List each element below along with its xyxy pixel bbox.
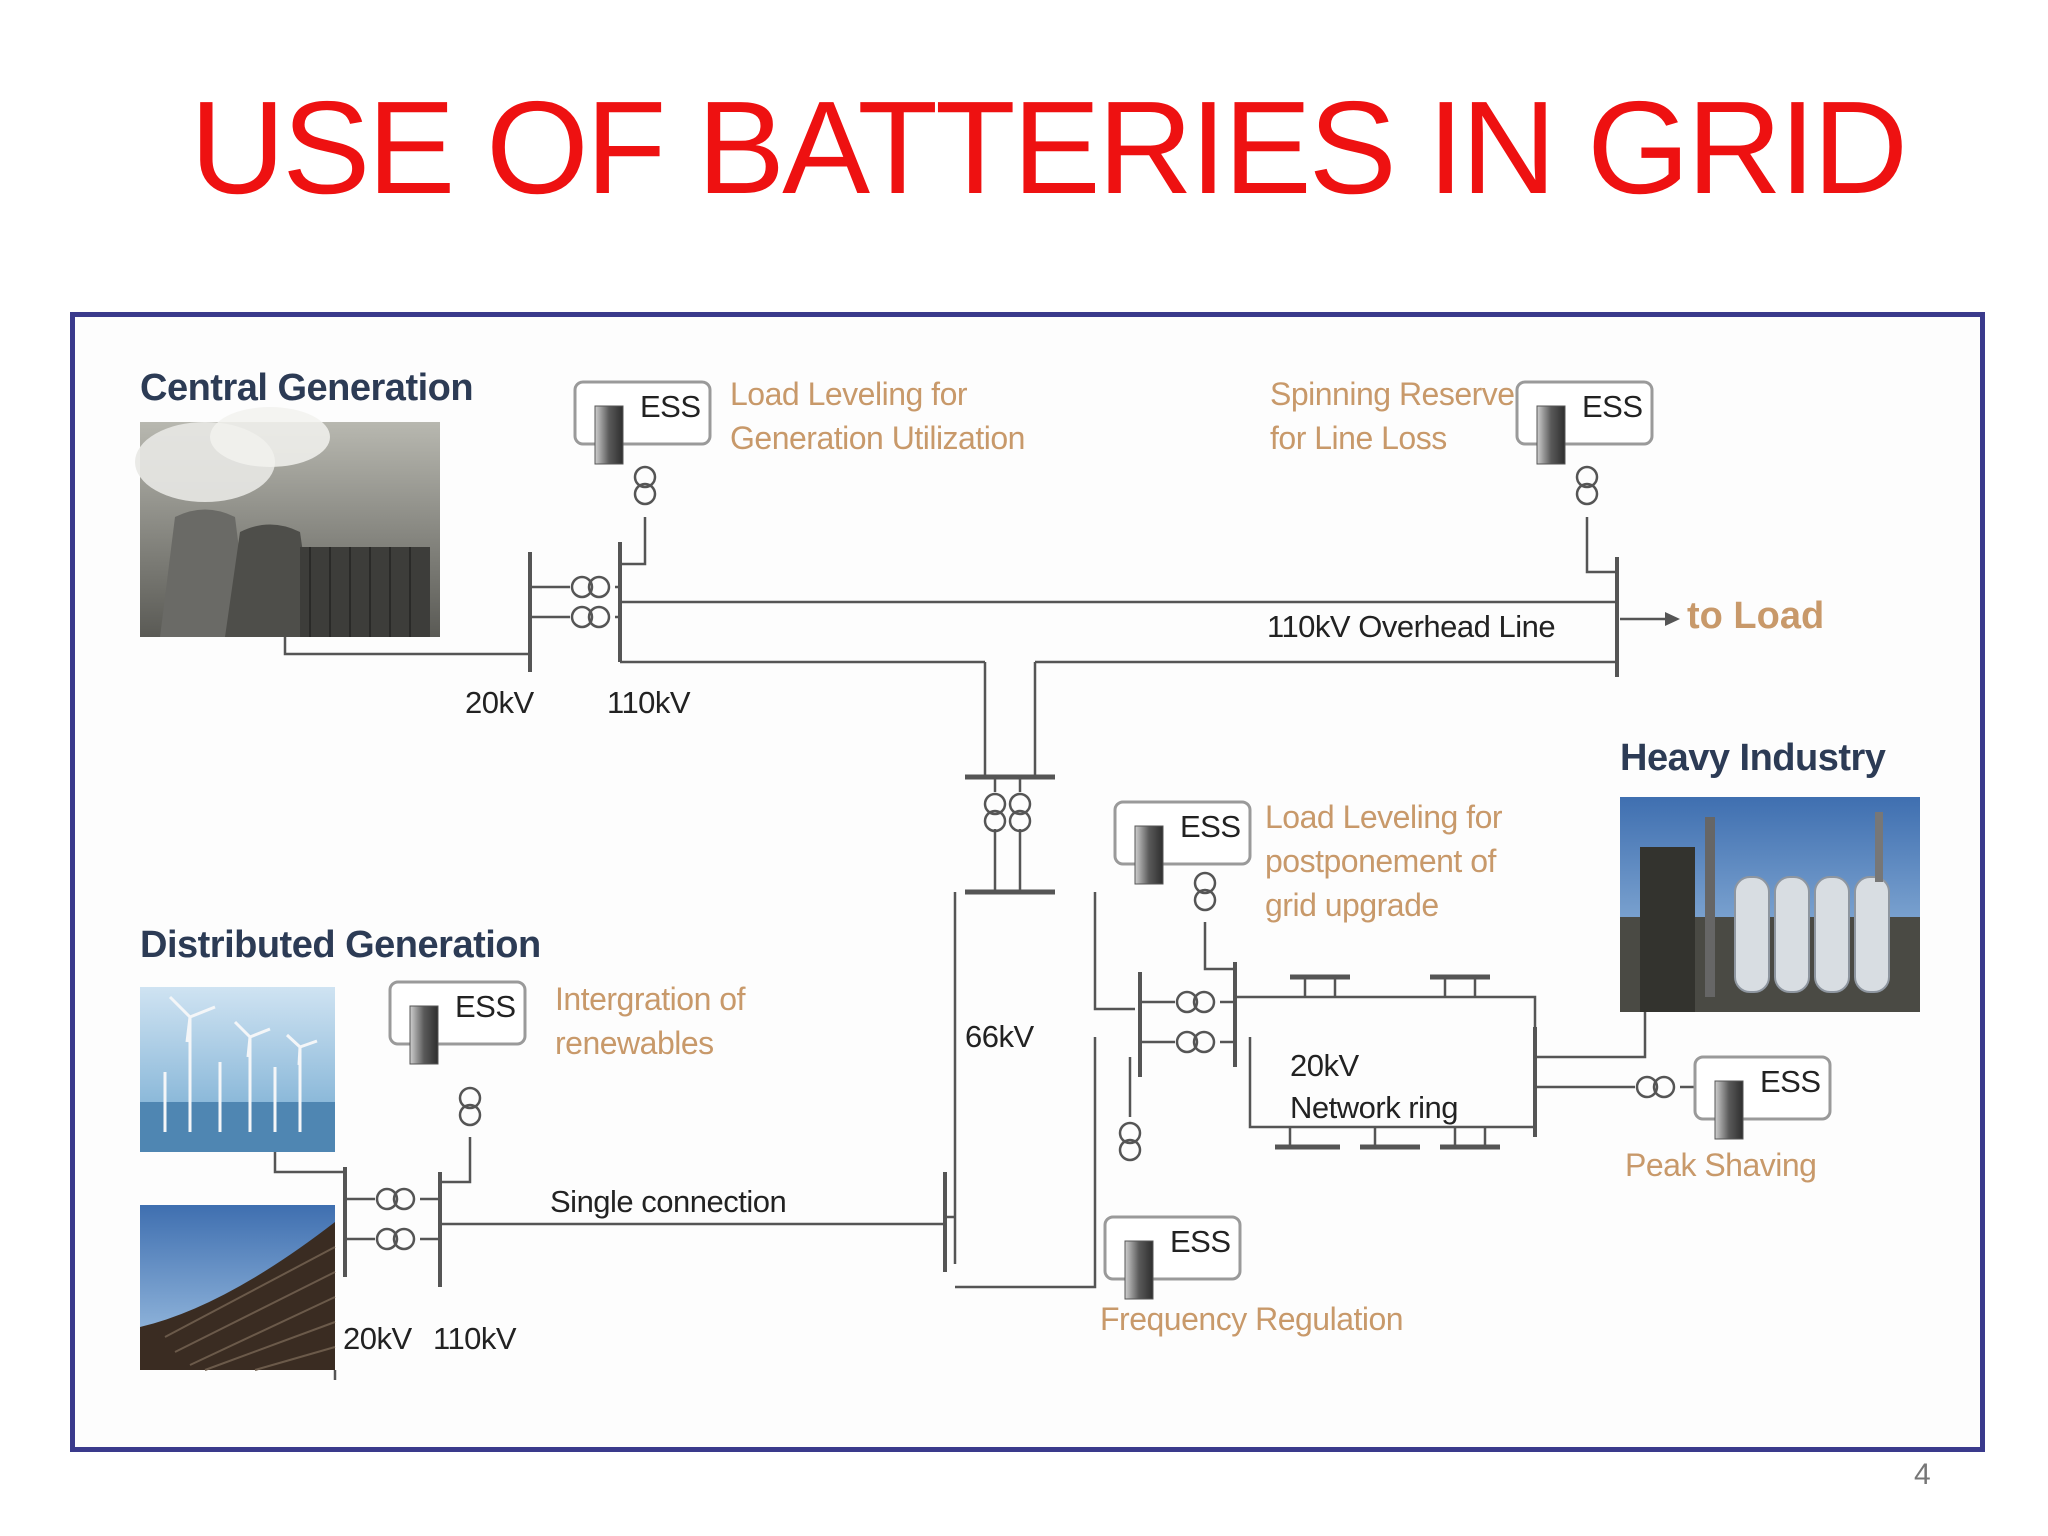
overhead-line-label: 110kV Overhead Line bbox=[1267, 609, 1556, 644]
industrial-plant-photo bbox=[1620, 797, 1920, 1012]
network-ring-label: 20kV Network ring bbox=[1290, 1048, 1459, 1125]
grid-diagram-drawing bbox=[135, 380, 1920, 1380]
central-20kv-label: 20kV bbox=[465, 685, 534, 720]
wind-farm-photo bbox=[140, 987, 335, 1152]
single-connection-label: Single connection bbox=[550, 1184, 787, 1219]
frequency-regulation-label: Frequency Regulation bbox=[1100, 1301, 1404, 1337]
load-leveling-grid-label: Load Leveling for postponement of grid u… bbox=[1265, 799, 1503, 923]
central-generation-heading: Central Generation bbox=[140, 367, 474, 409]
substation-66kv-label: 66kV bbox=[965, 1019, 1034, 1054]
grid-diagram: ESS ESS ESS ESS ESS ESS Central Generati… bbox=[70, 312, 1985, 1452]
distributed-110kv-label: 110kV bbox=[433, 1321, 517, 1356]
central-110kv-label: 110kV bbox=[607, 685, 691, 720]
ess-label: ESS bbox=[1760, 1064, 1821, 1099]
heavy-industry-heading: Heavy Industry bbox=[1620, 737, 1886, 779]
to-load-label: to Load bbox=[1687, 595, 1825, 637]
integration-renewables-label: Intergration of renewables bbox=[555, 981, 745, 1061]
ess-label: ESS bbox=[1170, 1224, 1231, 1259]
grid-lines bbox=[273, 517, 1710, 1380]
distributed-generation-heading: Distributed Generation bbox=[140, 924, 541, 966]
distributed-20kv-label: 20kV bbox=[343, 1321, 412, 1356]
load-leveling-generation-label: Load Leveling for Generation Utilization bbox=[730, 376, 1025, 456]
ess-label: ESS bbox=[1582, 389, 1643, 424]
ess-label: ESS bbox=[640, 389, 701, 424]
power-plant-photo bbox=[135, 407, 440, 637]
page-number: 4 bbox=[1914, 1458, 1931, 1491]
spinning-reserve-label: Spinning Reserve for Line Loss bbox=[1270, 376, 1515, 456]
slide-title: USE OF BATTERIES IN GRID bbox=[190, 74, 1908, 221]
ess-label: ESS bbox=[1180, 809, 1241, 844]
ess-label: ESS bbox=[455, 989, 516, 1024]
solar-array-photo bbox=[140, 1205, 336, 1371]
peak-shaving-label: Peak Shaving bbox=[1625, 1147, 1817, 1183]
